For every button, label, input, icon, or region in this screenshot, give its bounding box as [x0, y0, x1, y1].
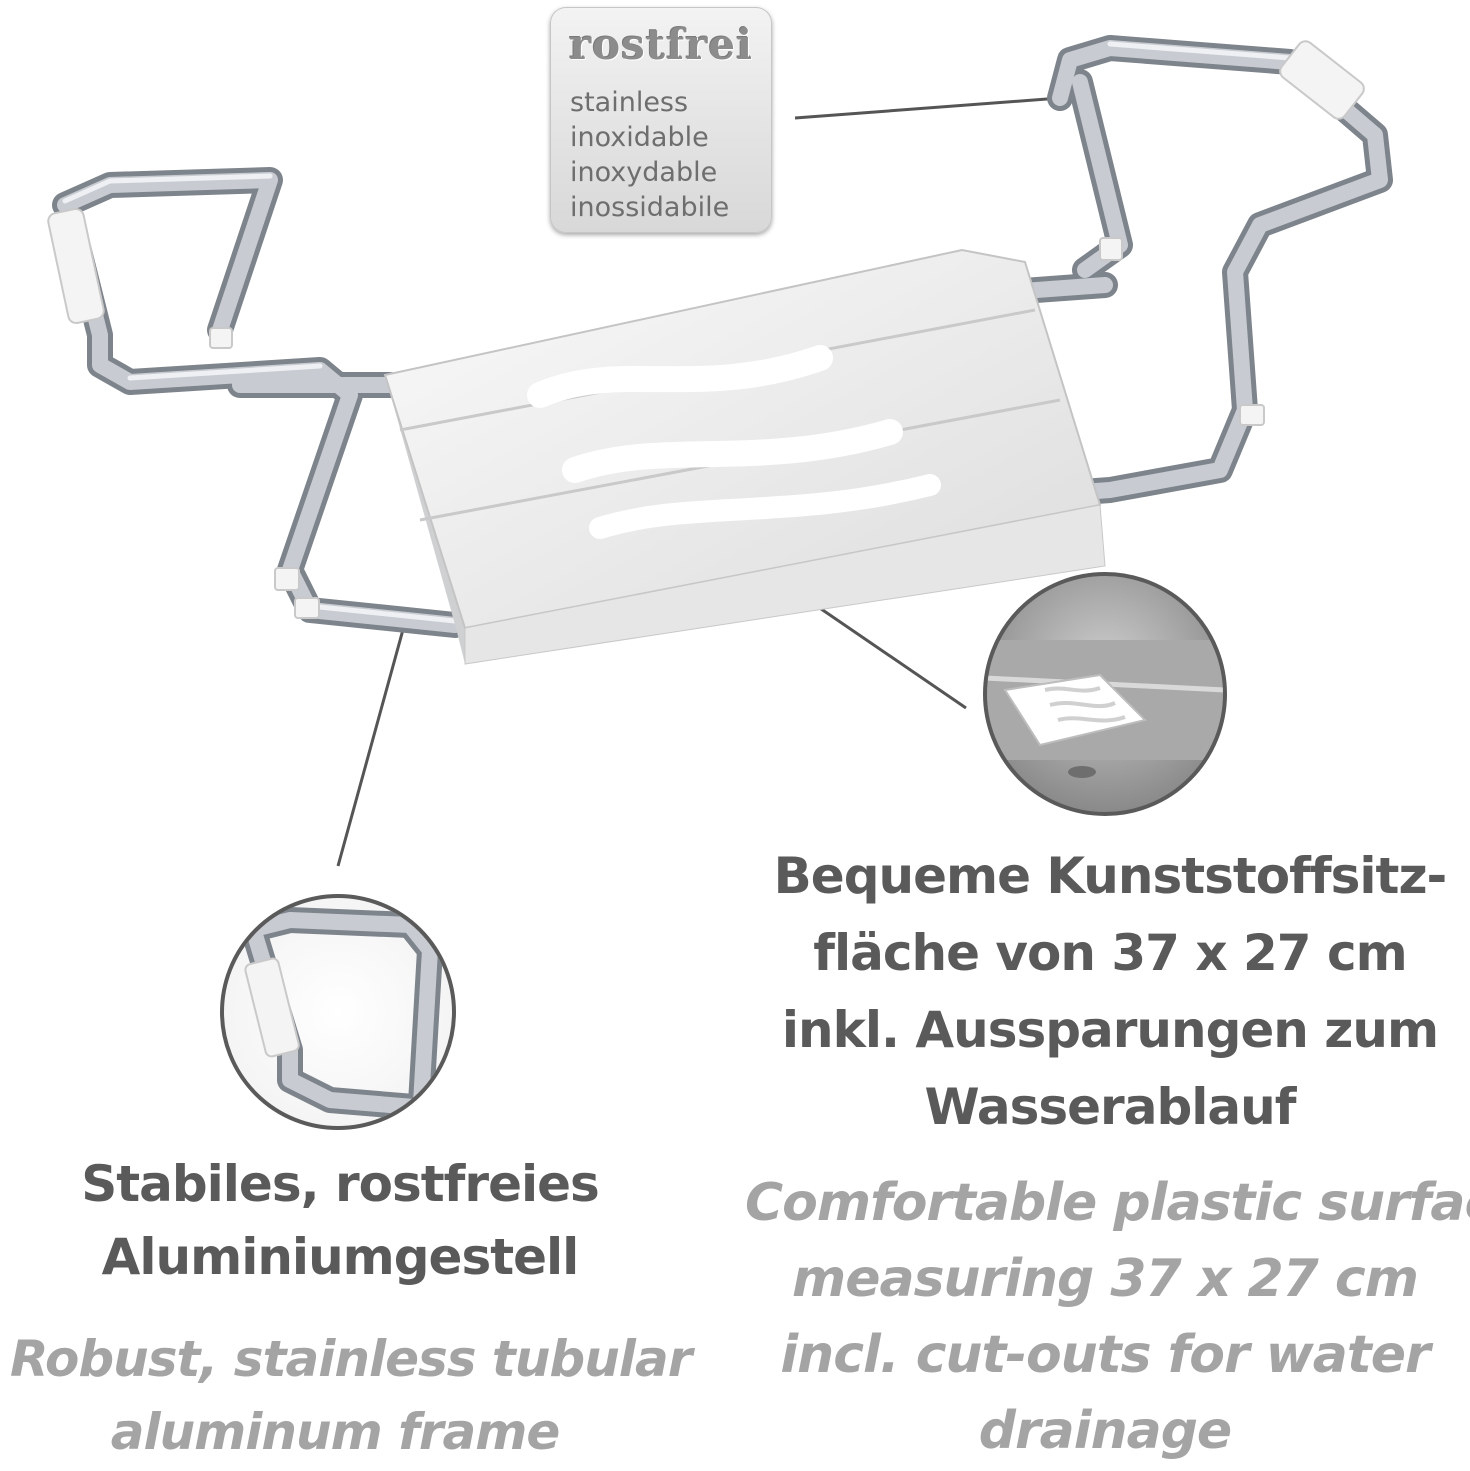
frame-caption-de-line: Aluminiumgestell [101, 1228, 580, 1286]
seat-detail-circle [983, 572, 1227, 816]
frame-caption-english: Robust, stainless tubular aluminum frame [10, 1323, 692, 1469]
badge-line-inoxidable: inoxidable [570, 122, 709, 153]
seat-caption-de-line: Bequeme Kunststoffsitz- [773, 847, 1448, 905]
seat-caption-english: Comfortable plastic surface measuring 37… [745, 1165, 1470, 1469]
badge-line-inossidabile: inossidabile [570, 192, 730, 223]
seat-caption-de-line: fläche von 37 x 27 cm [813, 924, 1408, 982]
badge-line-stainless: stainless [570, 87, 689, 118]
seat-caption-en-line: measuring 37 x 27 cm [792, 1249, 1419, 1309]
leader-line-frame [336, 625, 406, 867]
frame-caption-en-line: aluminum frame [110, 1403, 561, 1461]
badge-title: rostfrei [568, 20, 754, 69]
frame-detail-circle [220, 894, 456, 1130]
seat-caption-de-line: inkl. Aussparungen zum [781, 1001, 1439, 1059]
leader-line-badge [794, 96, 1061, 120]
badge-translations: stainless inoxidable inoxydable inossida… [570, 85, 729, 225]
rostfrei-badge: rostfrei stainless inoxidable inoxydable… [550, 7, 772, 233]
seat-caption-en-line: incl. cut-outs for water [780, 1325, 1430, 1385]
frame-caption-de-line: Stabiles, rostfreies [81, 1155, 600, 1213]
frame-caption-german: Stabiles, rostfreies Aluminiumgestell [40, 1148, 640, 1294]
seat-caption-german: Bequeme Kunststoffsitz- fläche von 37 x … [770, 838, 1450, 1146]
badge-line-inoxydable: inoxydable [570, 157, 718, 188]
frame-caption-en-line: Robust, stainless tubular [10, 1330, 692, 1388]
grip-sleeves [47, 40, 1365, 619]
seat-caption-en-line: Comfortable plastic surface [745, 1173, 1470, 1233]
seat-caption-en-line: drainage [978, 1401, 1232, 1461]
plastic-seat [383, 248, 1106, 665]
seat-caption-de-line: Wasserablauf [924, 1078, 1297, 1136]
